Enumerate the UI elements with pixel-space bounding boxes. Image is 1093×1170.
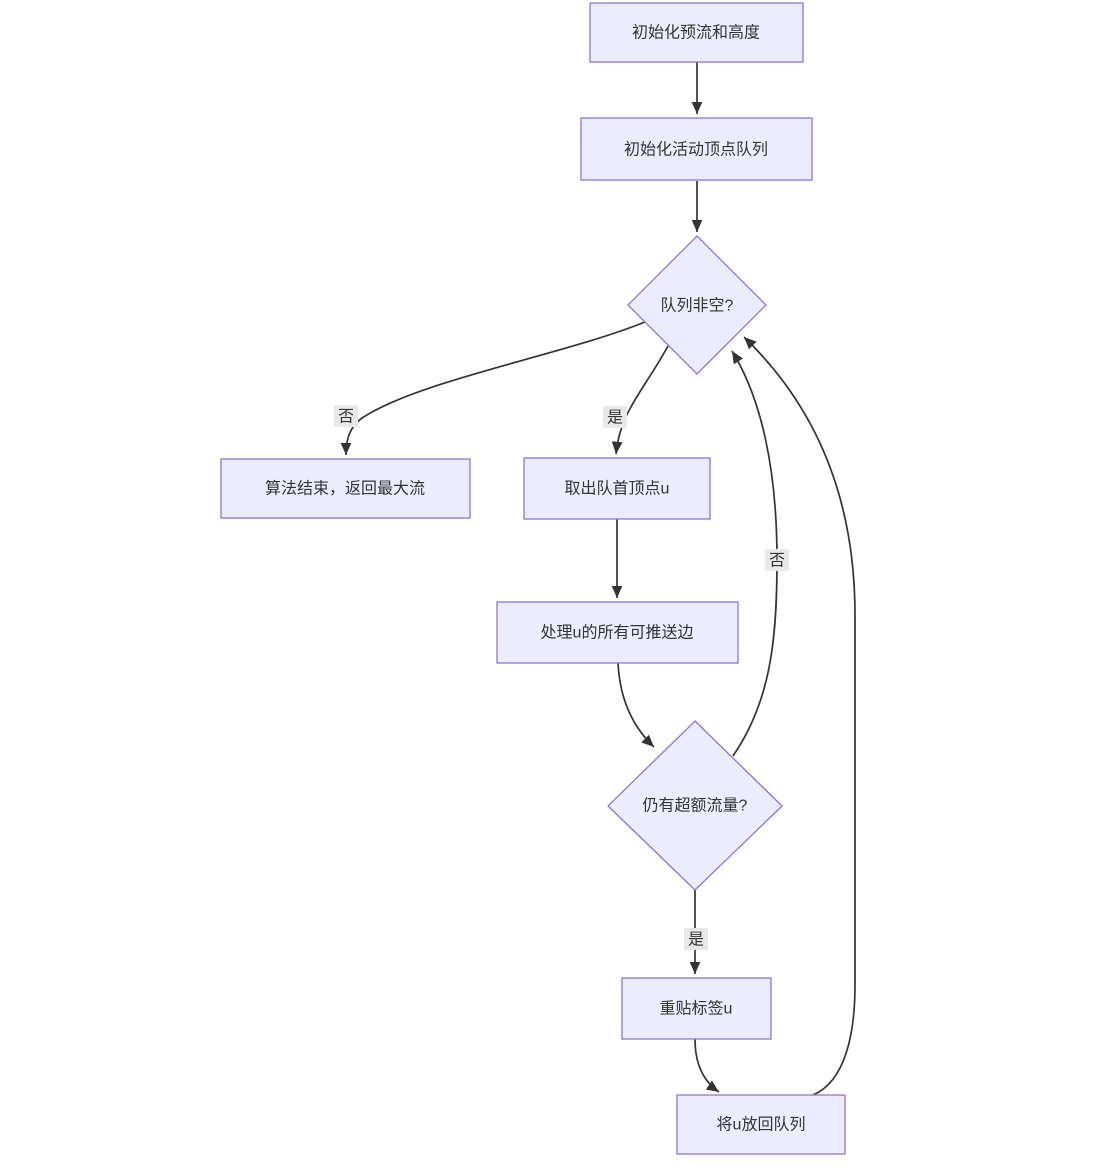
node-dequeue-u-box (523, 457, 711, 520)
node-algo-end-box (220, 458, 471, 519)
node-init-preflow-label: 初始化预流和高度 (632, 24, 760, 42)
edges (340, 62, 856, 1096)
node-algo-end: 算法结束，返回最大流 (220, 458, 471, 519)
decision-queue-nonempty-diamond (627, 235, 767, 375)
node-algo-end-label: 算法结束，返回最大流 (265, 479, 425, 498)
node-dequeue-u-label: 取出队首顶点u (565, 480, 670, 498)
node-relabel-u: 重贴标签u (621, 977, 772, 1040)
node-relabel-u-label: 重贴标签u (660, 1000, 733, 1018)
decision-excess-flow-label: 仍有超额流量? (643, 797, 748, 815)
node-init-preflow: 初始化预流和高度 (589, 2, 804, 63)
node-requeue-u: 将u放回队列 (676, 1094, 846, 1155)
edge-label-yes-to-relabel: 是 (684, 928, 708, 950)
edge-queue-nonempty-yes-to-dequeue (611, 345, 669, 455)
edge-label-text: 否 (769, 553, 785, 570)
node-requeue-u-label: 将u放回队列 (717, 1116, 806, 1134)
edge-label-no-to-end: 否 (334, 405, 358, 427)
decision-queue-nonempty-label: 队列非空? (661, 297, 734, 315)
decision-excess-flow: 仍有超额流量? (607, 720, 783, 891)
edge-queue-nonempty-no-to-algo-end (340, 321, 646, 456)
edge-label-yes-to-dequeue: 是 (603, 406, 627, 428)
node-requeue-u-box (676, 1094, 846, 1155)
node-dequeue-u: 取出队首顶点u (523, 457, 711, 520)
decision-queue-nonempty: 队列非空? (627, 235, 767, 375)
node-init-queue: 初始化活动顶点队列 (580, 117, 813, 181)
node-relabel-u-box (621, 977, 772, 1040)
edge-label-text: 是 (688, 932, 704, 949)
edge-label-no-back-to-queue: 否 (765, 549, 789, 571)
edge-requeue-to-queue-nonempty (743, 336, 856, 1096)
node-process-edges-label: 处理u的所有可推送边 (541, 624, 694, 642)
node-process-edges: 处理u的所有可推送边 (496, 601, 739, 664)
edge-process-edges-to-excess-flow (617, 662, 655, 748)
node-init-queue-box (580, 117, 813, 181)
edge-relabel-to-requeue (694, 1038, 720, 1093)
edge-label-text: 否 (338, 409, 354, 426)
edge-label-bg (334, 405, 358, 427)
node-process-edges-box (496, 601, 739, 664)
edge-label-bg (765, 549, 789, 571)
edge-label-bg (603, 406, 627, 428)
node-init-preflow-box (589, 2, 804, 63)
node-init-queue-label: 初始化活动顶点队列 (624, 141, 768, 159)
edge-label-text: 是 (607, 410, 623, 427)
edge-label-bg (684, 928, 708, 950)
decision-excess-flow-diamond (607, 720, 783, 891)
